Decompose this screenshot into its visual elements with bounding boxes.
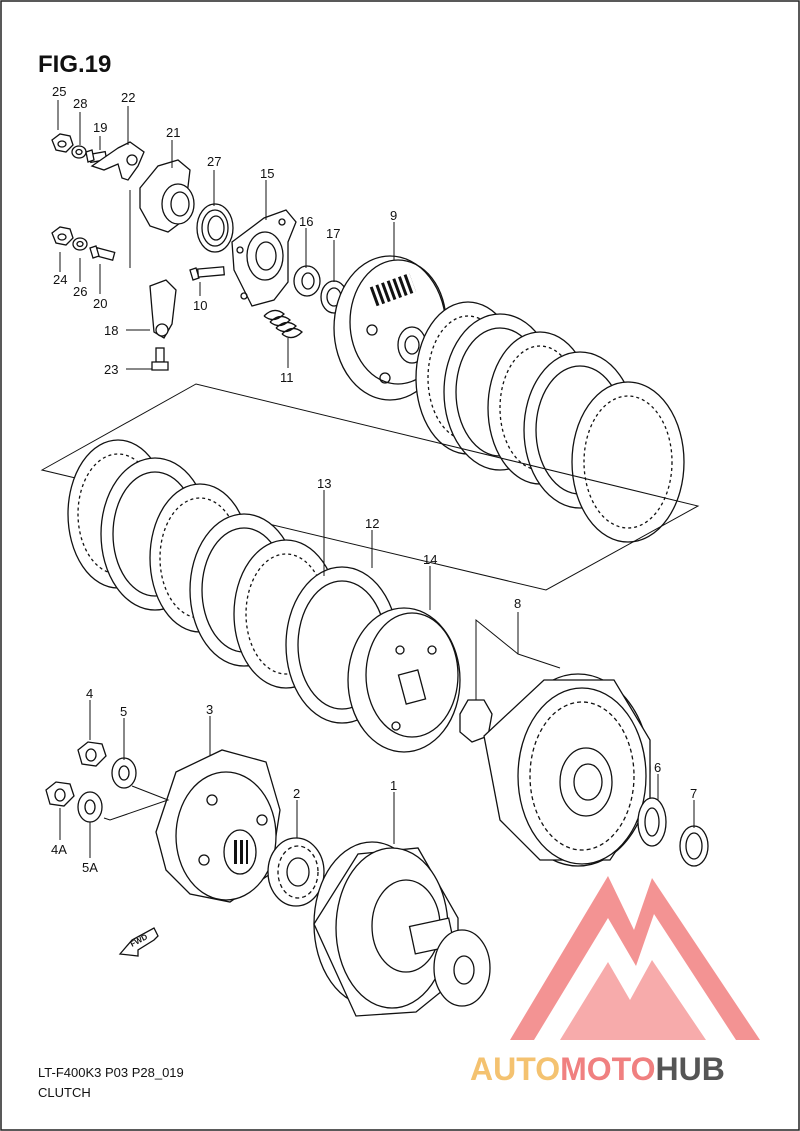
part-27-bearing <box>196 203 234 253</box>
label-25: 25 <box>52 84 66 99</box>
part-6-washer <box>637 797 667 847</box>
watermark-text-moto: MOTO <box>560 1051 655 1087</box>
part-2-one-way-clutch <box>267 837 325 907</box>
label-27: 27 <box>207 154 221 169</box>
label-18: 18 <box>104 323 118 338</box>
footer-model-code: LT-F400K3 P03 P28_019 <box>38 1065 184 1080</box>
label-11: 11 <box>280 370 294 385</box>
part-22-lever <box>90 141 145 181</box>
label-17: 17 <box>326 226 340 241</box>
part-15-lifter-plate <box>231 209 297 307</box>
part-5A-washer <box>77 791 103 823</box>
watermark-text: AUTOMOTOHUB <box>470 1051 725 1087</box>
label-8: 8 <box>514 596 521 611</box>
label-4A: 4A <box>51 842 67 857</box>
part-14-disc <box>347 607 461 753</box>
part-18-arm <box>149 279 177 339</box>
part-16-nut <box>293 265 321 297</box>
label-24: 24 <box>53 272 67 287</box>
label-4: 4 <box>86 686 93 701</box>
label-26: 26 <box>73 284 87 299</box>
plate-group-outline <box>40 383 700 591</box>
label-12: 12 <box>365 516 379 531</box>
part-4A-nut <box>45 781 75 807</box>
label-9: 9 <box>390 208 397 223</box>
part-26-washer <box>72 237 88 251</box>
label-3: 3 <box>206 702 213 717</box>
part-10-bolt <box>189 266 225 281</box>
part-28-washer <box>71 145 87 159</box>
label-5A: 5A <box>82 860 98 875</box>
part-25-nut <box>51 133 74 153</box>
part-24-nut <box>51 226 74 246</box>
leader-lines <box>57 100 695 858</box>
label-28: 28 <box>73 96 87 111</box>
footer-section-name: CLUTCH <box>38 1085 91 1100</box>
watermark-text-auto: AUTO <box>470 1051 560 1087</box>
label-23: 23 <box>104 362 118 377</box>
label-7: 7 <box>690 786 697 801</box>
label-13: 13 <box>317 476 331 491</box>
label-14: 14 <box>423 552 437 567</box>
part-7-circlip <box>679 825 709 867</box>
label-15: 15 <box>260 166 274 181</box>
label-6: 6 <box>654 760 661 775</box>
label-2: 2 <box>293 786 300 801</box>
forward-direction-arrow: FWD <box>118 927 159 957</box>
clutch-plate-stack-upper <box>415 301 685 543</box>
label-19: 19 <box>93 120 107 135</box>
label-22: 22 <box>121 90 135 105</box>
part-20-bolt <box>89 245 116 261</box>
watermark-logo-mark <box>510 876 760 1040</box>
part-21-holder <box>139 159 195 233</box>
part-8-clutch-housing <box>459 673 651 867</box>
part-callouts: 25 28 22 19 21 27 15 16 17 9 24 26 20 10… <box>51 84 697 875</box>
part-1-clutch-drum <box>313 841 491 1017</box>
figure-title: FIG.19 <box>38 51 111 78</box>
label-16: 16 <box>299 214 313 229</box>
label-1: 1 <box>390 778 397 793</box>
part-11-spring <box>263 309 303 339</box>
label-21: 21 <box>166 125 180 140</box>
part-4-nut <box>77 741 107 767</box>
label-5: 5 <box>120 704 127 719</box>
watermark-text-hub: HUB <box>655 1051 724 1087</box>
part-3-clutch-shoe-assembly <box>155 749 281 903</box>
part-23-bolt <box>151 347 169 371</box>
label-10: 10 <box>193 298 207 313</box>
watermark-logo <box>510 876 760 1040</box>
label-20: 20 <box>93 296 107 311</box>
part-5-washer <box>111 757 137 789</box>
